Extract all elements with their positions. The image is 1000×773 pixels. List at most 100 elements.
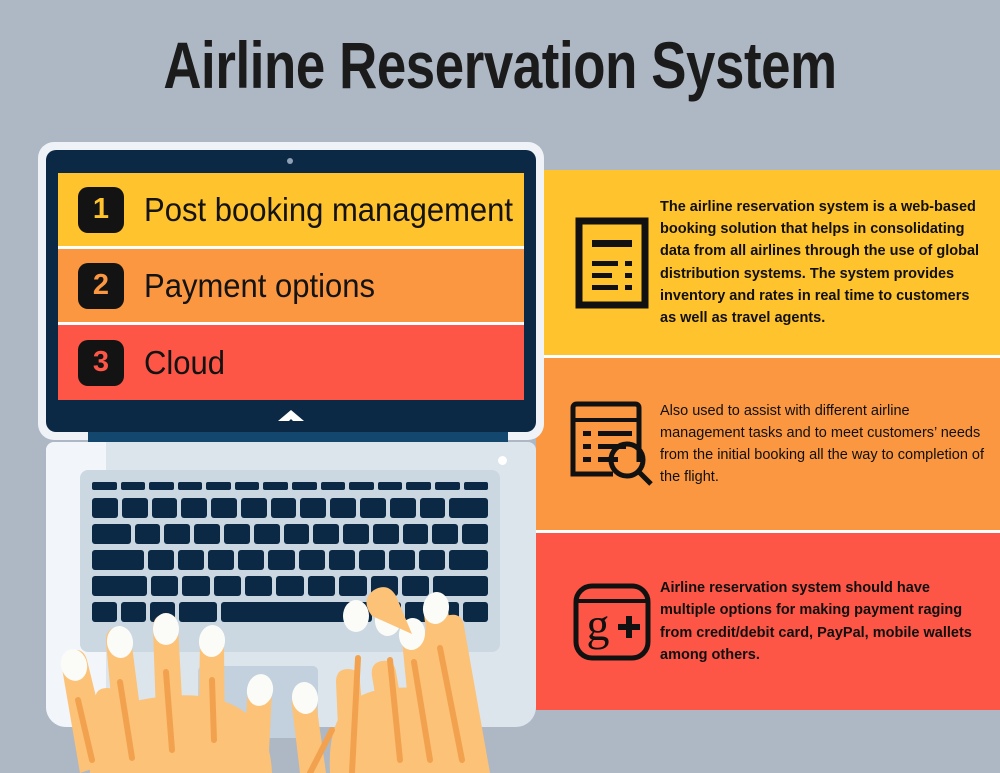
keyboard-row-home bbox=[92, 550, 489, 570]
key[interactable] bbox=[268, 550, 295, 570]
key[interactable] bbox=[406, 482, 431, 490]
list-search-icon-svg bbox=[570, 401, 653, 486]
ctrl-key[interactable] bbox=[92, 602, 118, 622]
key[interactable] bbox=[181, 498, 208, 518]
screen-row-2[interactable]: 2 Payment options bbox=[58, 249, 524, 322]
tab-key[interactable] bbox=[92, 524, 131, 544]
laptop-screen: 1 Post booking management 2 Payment opti… bbox=[58, 173, 524, 400]
key[interactable] bbox=[182, 576, 210, 596]
page-title: Airline Reservation System bbox=[163, 28, 837, 102]
chevron-up-logo-icon bbox=[278, 410, 304, 421]
key[interactable] bbox=[178, 550, 205, 570]
screen-row-1[interactable]: 1 Post booking management bbox=[58, 173, 524, 246]
key[interactable] bbox=[372, 524, 399, 544]
shift-right-key[interactable] bbox=[433, 576, 489, 596]
key[interactable] bbox=[388, 550, 415, 570]
keyboard-row-numbers bbox=[92, 498, 489, 518]
key[interactable] bbox=[432, 524, 459, 544]
document-lines-icon bbox=[564, 217, 660, 309]
key[interactable] bbox=[358, 550, 385, 570]
screen-row-3[interactable]: 3 Cloud bbox=[58, 325, 524, 400]
enter-key[interactable] bbox=[448, 550, 489, 570]
key[interactable] bbox=[92, 498, 118, 518]
key[interactable] bbox=[92, 482, 117, 490]
key[interactable] bbox=[360, 498, 386, 518]
chevron-up-logo-notch bbox=[283, 419, 299, 427]
key[interactable] bbox=[313, 524, 340, 544]
key[interactable] bbox=[234, 482, 260, 490]
trackpad[interactable] bbox=[198, 666, 318, 738]
key[interactable] bbox=[292, 482, 317, 490]
key[interactable] bbox=[375, 602, 401, 622]
key[interactable] bbox=[211, 498, 237, 518]
key[interactable] bbox=[433, 602, 459, 622]
key[interactable] bbox=[419, 498, 446, 518]
key[interactable] bbox=[434, 482, 460, 490]
key[interactable] bbox=[240, 498, 267, 518]
key[interactable] bbox=[349, 482, 374, 490]
key[interactable] bbox=[404, 602, 430, 622]
key[interactable] bbox=[134, 524, 161, 544]
key[interactable] bbox=[343, 524, 369, 544]
key[interactable] bbox=[462, 602, 489, 622]
space-key[interactable] bbox=[220, 602, 372, 622]
document-lines-icon-svg bbox=[575, 217, 649, 308]
google-plus-icon: g bbox=[564, 582, 660, 662]
list-search-icon bbox=[564, 400, 660, 488]
screen-row-2-label: Payment options bbox=[144, 266, 376, 304]
capslock-key[interactable] bbox=[92, 550, 145, 570]
key[interactable] bbox=[151, 498, 178, 518]
keyboard[interactable] bbox=[80, 470, 500, 652]
key[interactable] bbox=[253, 524, 280, 544]
key[interactable] bbox=[462, 524, 489, 544]
key[interactable] bbox=[150, 576, 179, 596]
key[interactable] bbox=[307, 576, 336, 596]
keyboard-row-top bbox=[92, 524, 489, 544]
panel-divider-1 bbox=[536, 355, 1000, 358]
key[interactable] bbox=[120, 482, 146, 490]
key[interactable] bbox=[377, 482, 403, 490]
key[interactable] bbox=[300, 498, 327, 518]
key[interactable] bbox=[177, 482, 203, 490]
key[interactable] bbox=[263, 482, 289, 490]
key[interactable] bbox=[339, 576, 367, 596]
key[interactable] bbox=[150, 602, 176, 622]
key[interactable] bbox=[238, 550, 265, 570]
key[interactable] bbox=[320, 482, 346, 490]
key[interactable] bbox=[418, 550, 445, 570]
key[interactable] bbox=[206, 482, 231, 490]
key[interactable] bbox=[208, 550, 235, 570]
alt-key[interactable] bbox=[179, 602, 217, 622]
info-panel-1-text: The airline reservation system is a web-… bbox=[660, 199, 980, 326]
key[interactable] bbox=[370, 576, 398, 596]
key[interactable] bbox=[401, 576, 430, 596]
screen-divider-1 bbox=[58, 246, 524, 249]
key[interactable] bbox=[298, 550, 325, 570]
key[interactable] bbox=[148, 550, 175, 570]
keyboard-row-bottom bbox=[92, 576, 489, 596]
key[interactable] bbox=[402, 524, 429, 544]
key[interactable] bbox=[164, 524, 191, 544]
key[interactable] bbox=[121, 498, 148, 518]
key[interactable] bbox=[328, 550, 355, 570]
key[interactable] bbox=[283, 524, 310, 544]
key[interactable] bbox=[213, 576, 241, 596]
backspace-key[interactable] bbox=[449, 498, 489, 518]
webcam-dot bbox=[287, 158, 293, 164]
key[interactable] bbox=[389, 498, 416, 518]
key[interactable] bbox=[149, 482, 174, 490]
panel-divider-2 bbox=[536, 530, 1000, 533]
key[interactable] bbox=[276, 576, 304, 596]
key[interactable] bbox=[194, 524, 221, 544]
key[interactable] bbox=[244, 576, 273, 596]
laptop-base-indicator-dot bbox=[498, 456, 507, 465]
fn-key[interactable] bbox=[121, 602, 147, 622]
key[interactable] bbox=[270, 498, 297, 518]
key[interactable] bbox=[463, 482, 489, 490]
info-panel-2: Also used to assist with different airli… bbox=[536, 358, 1000, 530]
info-panel-1: The airline reservation system is a web-… bbox=[536, 170, 1000, 355]
key[interactable] bbox=[224, 524, 250, 544]
key[interactable] bbox=[330, 498, 357, 518]
shift-left-key[interactable] bbox=[92, 576, 147, 596]
